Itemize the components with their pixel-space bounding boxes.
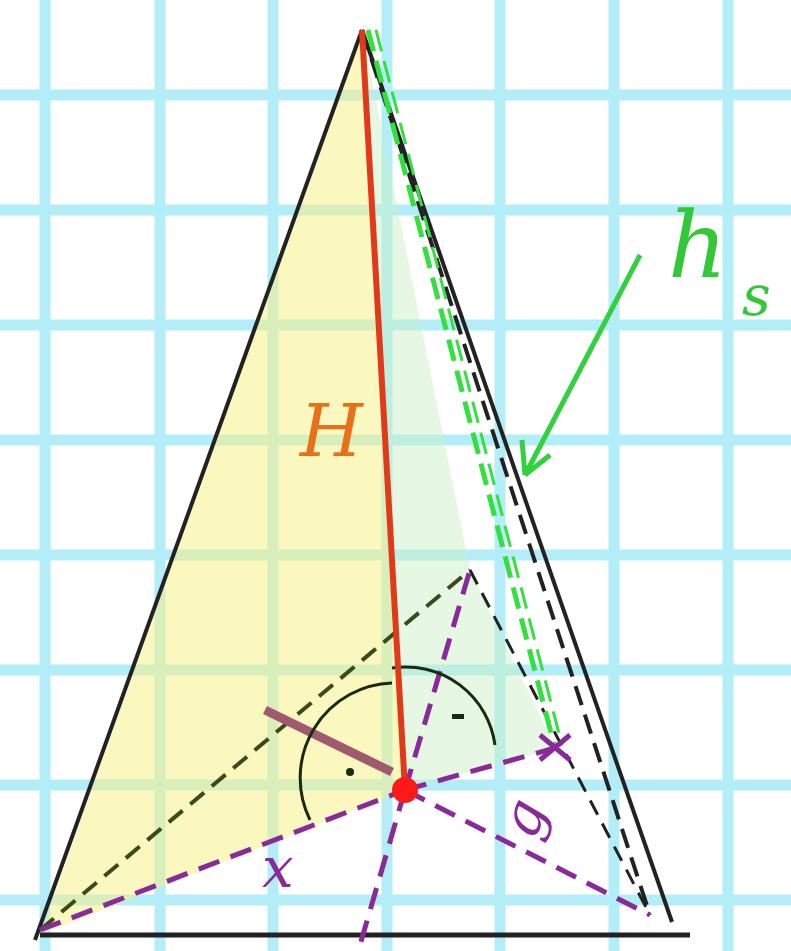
slant-height: [376, 30, 562, 745]
hidden-edge: [470, 570, 650, 915]
angle-dot: [346, 768, 354, 776]
brown-marker: [265, 710, 392, 772]
slant-height-subscript: s: [742, 268, 771, 324]
right-angle-arc: [300, 683, 392, 820]
angle-dot: [452, 714, 464, 719]
leader-arrow: [522, 255, 640, 475]
midpoint-cross: [540, 735, 570, 760]
lateral-edge: [362, 30, 672, 922]
foot-point: [392, 777, 418, 803]
base-diagonals: [40, 570, 650, 945]
height-line: [362, 30, 405, 790]
height-label: H: [300, 395, 363, 467]
yellow-section: [40, 30, 405, 935]
half-diagonal-label: x: [262, 840, 294, 896]
right-angle-arc: [392, 667, 495, 745]
hidden-edge: [362, 30, 650, 915]
slant-height-label: h: [668, 200, 727, 292]
lateral-edge: [35, 30, 362, 940]
